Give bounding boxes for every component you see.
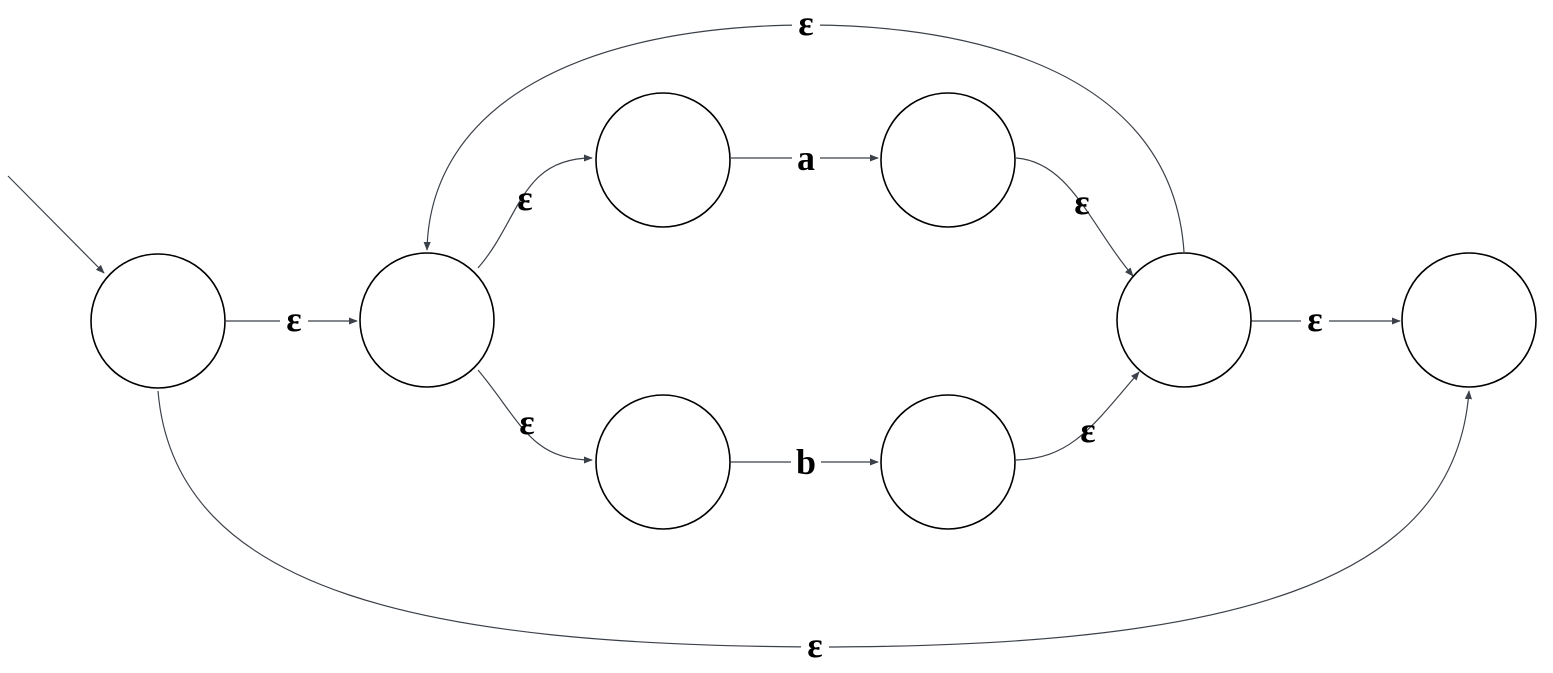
label-q4-q5: b — [796, 442, 816, 482]
label-q5-q6: ε — [1080, 410, 1095, 450]
edge-q1-q4 — [477, 369, 593, 464]
edge-q1-q2 — [477, 154, 593, 269]
state-q6 — [1116, 252, 1252, 388]
label-q6-q1: ε — [798, 3, 813, 43]
edge-q5-q6 — [1015, 371, 1140, 461]
state-q1 — [359, 252, 495, 388]
label-q1-q4: ε — [519, 402, 534, 442]
label-q6-q7: ε — [1307, 299, 1322, 339]
label-q2-q3: a — [797, 138, 815, 178]
state-q0 — [90, 253, 226, 389]
start-arrow — [7, 175, 105, 274]
edge-q0-q7 — [157, 390, 1472, 648]
label-q0-q1: ε — [286, 299, 301, 339]
label-q1-q2: ε — [517, 178, 532, 218]
label-q0-q7: ε — [807, 625, 822, 665]
edge-q3-q6 — [1015, 157, 1134, 277]
state-q3 — [880, 92, 1016, 228]
transition-labels: ε ε ε a b ε ε ε ε ε — [280, 3, 1329, 665]
states — [90, 92, 1537, 530]
state-q4 — [595, 394, 731, 530]
state-q5 — [880, 394, 1016, 530]
state-q7 — [1401, 252, 1537, 388]
label-q3-q6: ε — [1074, 182, 1089, 222]
state-q2 — [595, 92, 731, 228]
